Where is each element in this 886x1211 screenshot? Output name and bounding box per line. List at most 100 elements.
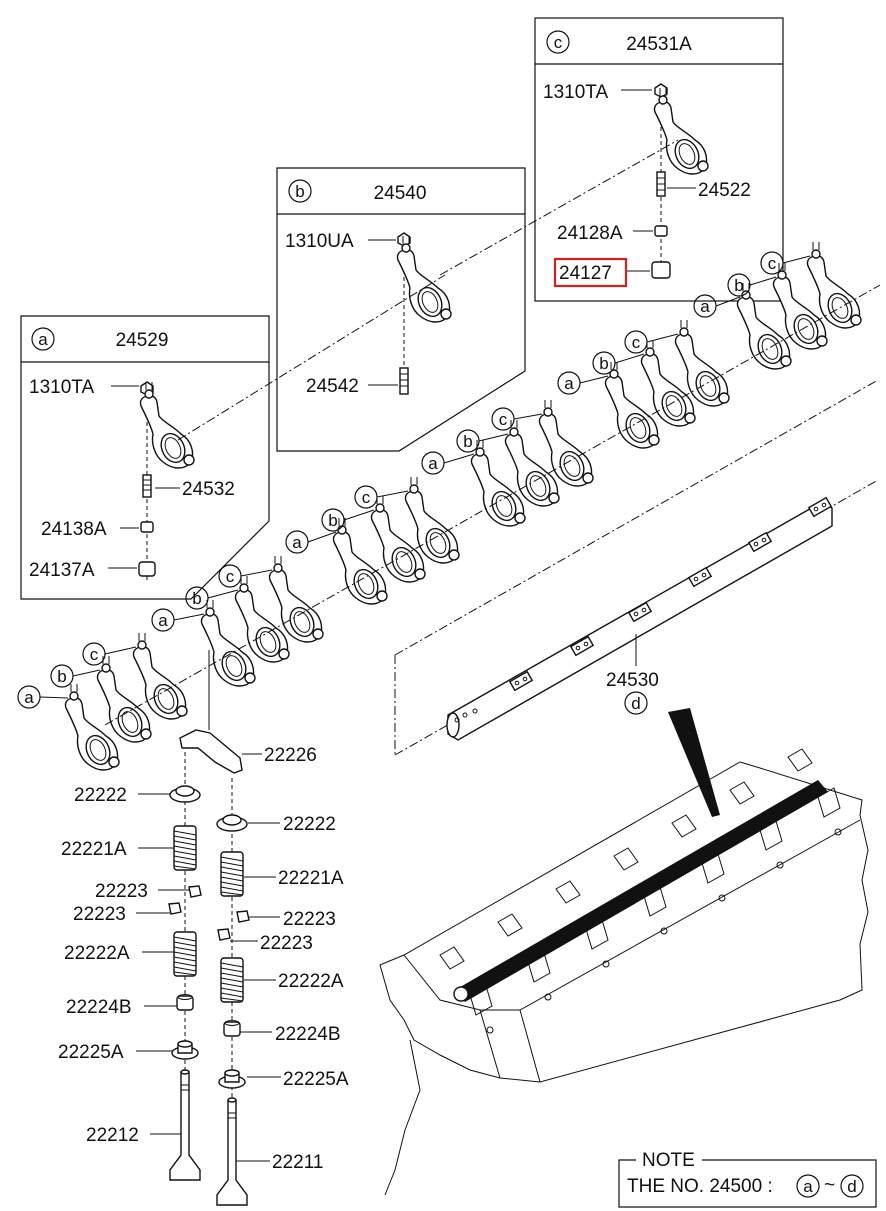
left-part-5: 22222A: [64, 943, 130, 964]
rocker-letter: b: [328, 511, 337, 530]
rocker-letter-circle: [17, 685, 41, 709]
callout-c-part-number: 24531A: [626, 34, 692, 55]
callout-a-group: a 24529 1310TA 24532 24138A 24137A: [20, 315, 270, 600]
valve-keeper-icon: [236, 910, 250, 923]
retainer-icon: [216, 814, 248, 832]
left-part-6: 22224B: [66, 997, 132, 1018]
valve-train-group: 22226: [58, 650, 349, 1206]
callout-b-part-2: 24542: [306, 376, 359, 397]
callout-a-part-1: 1310TA: [29, 377, 94, 398]
rocker-shaft-group: 24530 d: [394, 379, 879, 756]
left-part-4: 22223: [73, 904, 126, 925]
rocker-letter-circle: [456, 429, 480, 453]
rocker-letter-circle: [491, 407, 515, 431]
rocker-letter: c: [90, 645, 99, 664]
rocker-letter-circle: [760, 251, 784, 275]
inner-spring-icon: [220, 957, 244, 1003]
left-part-3: 22223: [95, 881, 148, 902]
note-title: NOTE: [642, 1150, 695, 1171]
rocker-letter-circle: [421, 451, 445, 475]
callout-a-letter-circle: [31, 327, 55, 351]
rocker-letter: c: [768, 254, 777, 273]
valve-icon: [216, 1097, 248, 1206]
spring-seat-icon: [223, 1019, 241, 1037]
note-range-end: d: [847, 1177, 856, 1196]
callout-b-part-number: 24540: [374, 183, 427, 204]
note-text: THE NO. 24500 :: [627, 1176, 773, 1197]
callout-b-group: b 24540 1310UA 24542: [276, 167, 526, 452]
right-part-7: 22225A: [283, 1069, 349, 1090]
callout-a-box: [20, 315, 270, 600]
note-range-separator: ~: [824, 1175, 835, 1196]
valve-keeper-icon: [168, 902, 182, 915]
right-part-3: 22223: [283, 909, 336, 930]
rocker-letter: a: [24, 688, 34, 707]
rocker-letter: c: [362, 488, 371, 507]
right-part-4: 22223: [260, 933, 313, 954]
rocker-letter: c: [499, 410, 508, 429]
rocker-arm-icon: [653, 87, 709, 175]
callout-c-part-2: 24522: [698, 180, 751, 201]
rocker-letter-circle: [218, 564, 242, 588]
callout-c-part-3: 24128A: [557, 223, 623, 244]
left-part-8: 22212: [86, 1125, 139, 1146]
rocker-letter-circle: [285, 530, 309, 554]
valve-bridge-icon: [179, 729, 243, 774]
shaft-letter: d: [631, 694, 640, 713]
rocker-letter-circle: [321, 508, 345, 532]
rocker-letter-circle: [727, 273, 751, 297]
right-part-2: 22221A: [278, 868, 344, 889]
pointer-arrow-icon: [668, 708, 720, 817]
spring-seat-icon: [176, 993, 194, 1011]
rocker-letter-circle: [624, 330, 648, 354]
valve-spring-icon: [220, 851, 244, 897]
rocker-letter-circle: [185, 586, 209, 610]
rocker-letter: b: [192, 589, 201, 608]
rocker-letter: b: [599, 354, 608, 373]
note-box: NOTE THE NO. 24500 : a ~ d: [618, 1150, 877, 1208]
rocker-letter: b: [734, 276, 743, 295]
rocker-letter-circle: [354, 485, 378, 509]
spring-washer-icon: [171, 1040, 199, 1060]
rocker-letter-circle: [50, 664, 74, 688]
rocker-letter-circle: [151, 608, 175, 632]
rocker-arm-icon: [806, 241, 862, 329]
valve-keeper-icon: [188, 885, 202, 898]
callout-c-part-1: 1310TA: [543, 82, 608, 103]
rocker-letter: a: [428, 454, 438, 473]
rocker-letter: c: [632, 333, 641, 352]
rocker-arm-icon: [396, 235, 452, 323]
highlight-box: [553, 257, 628, 288]
callout-a-part-4: 24137A: [29, 560, 95, 581]
callout-c-letter: c: [554, 33, 563, 52]
left-part-1: 22222: [74, 785, 127, 806]
rocker-arm-icon: [139, 381, 195, 469]
rocker-letter-circle: [82, 642, 106, 666]
callout-a-part-number: 24529: [116, 330, 169, 351]
left-part-7: 22225A: [58, 1042, 124, 1063]
callout-b-box: [276, 167, 526, 452]
inner-spring-icon: [173, 931, 197, 977]
cylinder-head-icon: [379, 708, 869, 1196]
rocker-letter: a: [292, 533, 302, 552]
retainer-icon: [169, 785, 201, 803]
rocker-letter: b: [57, 667, 66, 686]
note-range-start: a: [803, 1177, 813, 1196]
valve-keeper-icon: [217, 928, 231, 941]
rocker-letter-circle: [592, 351, 616, 375]
right-part-1: 22222: [283, 814, 336, 835]
rocker-letter: a: [700, 297, 710, 316]
bolt-icon: [399, 367, 409, 395]
callout-a-letter: a: [38, 330, 48, 349]
rocker-shaft-position-icon: [455, 780, 828, 1002]
rocker-letter: a: [158, 611, 168, 630]
spring-washer-icon: [218, 1069, 246, 1089]
valve-spring-icon: [173, 825, 197, 871]
rocker-letter: a: [564, 374, 574, 393]
bridge-part-number: 22226: [264, 745, 317, 766]
callout-c-part-4-highlighted: 24127: [559, 263, 612, 284]
rocker-letter-circle: [693, 294, 717, 318]
rocker-letter: b: [463, 432, 472, 451]
right-part-5: 22222A: [278, 971, 344, 992]
